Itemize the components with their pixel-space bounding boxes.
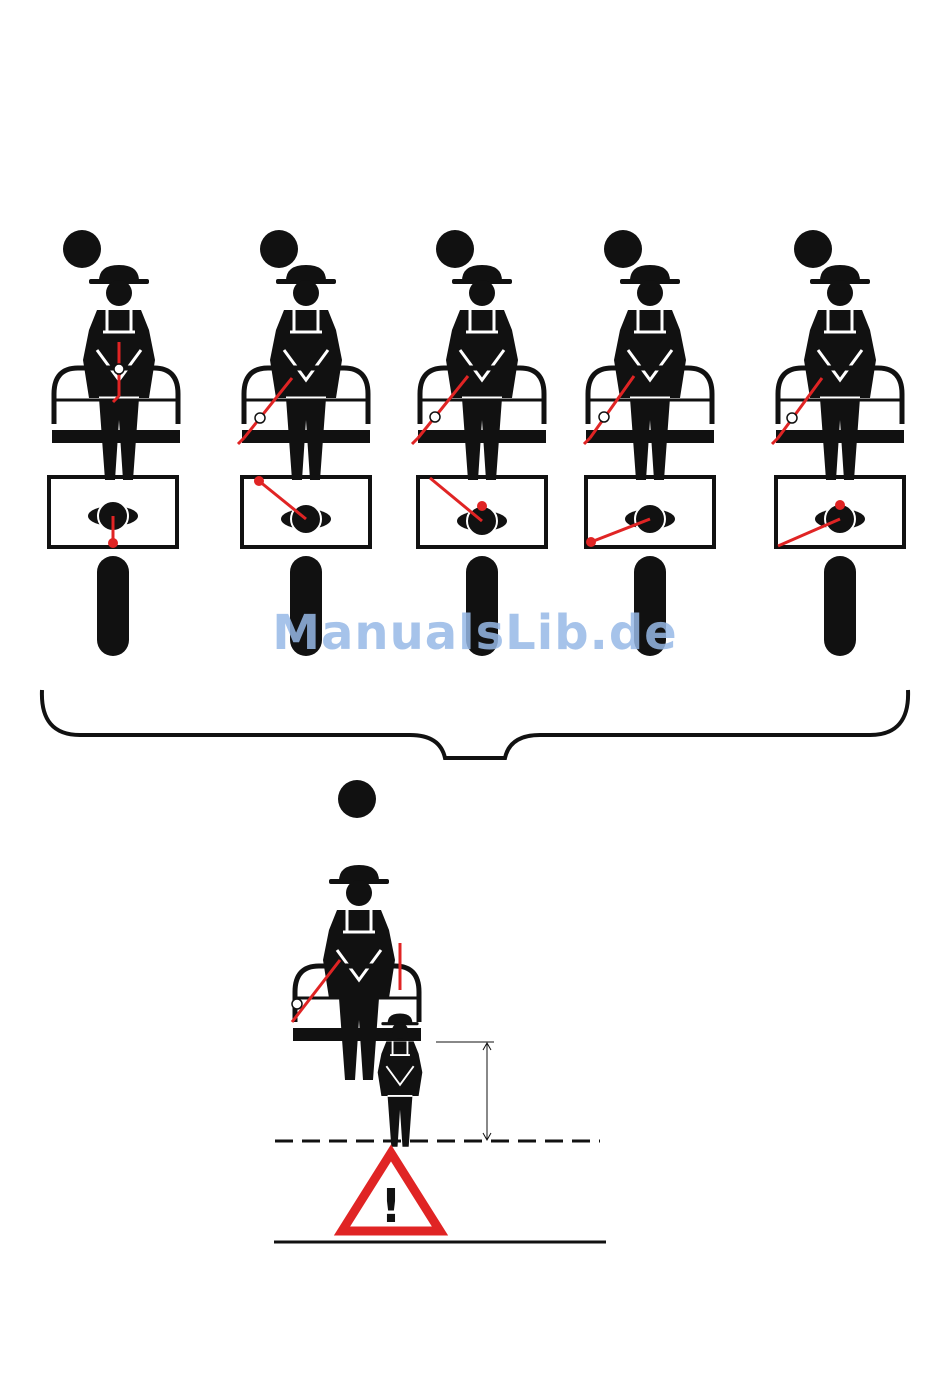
- shock-absorber: [430, 412, 440, 422]
- scenario-1: [49, 230, 180, 656]
- worker-figure: [804, 265, 876, 480]
- boom-mast: [290, 556, 322, 656]
- lanyard-top-view: [259, 481, 306, 519]
- anchor-point: [254, 476, 264, 486]
- boom-mast: [97, 556, 129, 656]
- anchor-point: [477, 501, 487, 511]
- worker-figure: [614, 265, 686, 480]
- anchor-hook: [238, 438, 244, 444]
- shock-absorber: [292, 999, 302, 1009]
- step-marker: [604, 230, 642, 268]
- lanyard-top-view: [430, 478, 482, 521]
- anchor-hook: [584, 438, 590, 444]
- scenario-4: [584, 230, 714, 656]
- lanyard: [244, 378, 292, 438]
- lanyard-top-view: [778, 519, 840, 546]
- shock-absorber: [787, 413, 797, 423]
- lanyard: [418, 376, 468, 438]
- scenario-3: [412, 230, 546, 656]
- anchor-point: [586, 537, 596, 547]
- exclamation-glyph: !: [381, 1179, 402, 1233]
- step-marker: [794, 230, 832, 268]
- boom-mast: [824, 556, 856, 656]
- boom-mast: [466, 556, 498, 656]
- step-marker: [338, 780, 376, 818]
- shock-absorber: [114, 364, 124, 374]
- anchor-hook: [772, 438, 778, 444]
- worker-figure: [446, 265, 518, 480]
- lanyard: [778, 378, 822, 438]
- result-scenario: !: [274, 780, 606, 1242]
- anchor-hook: [412, 438, 418, 444]
- scenario-5: [772, 230, 904, 656]
- boom-mast: [634, 556, 666, 656]
- step-marker: [63, 230, 101, 268]
- scenario-2: [238, 230, 370, 656]
- lanyard: [590, 376, 634, 438]
- grouping-brace: [42, 690, 908, 758]
- anchor-point: [108, 538, 118, 548]
- shock-absorber: [255, 413, 265, 423]
- anchor-point: [835, 500, 845, 510]
- worker-figure: [270, 265, 342, 480]
- shock-absorber: [599, 412, 609, 422]
- step-marker: [260, 230, 298, 268]
- step-marker: [436, 230, 474, 268]
